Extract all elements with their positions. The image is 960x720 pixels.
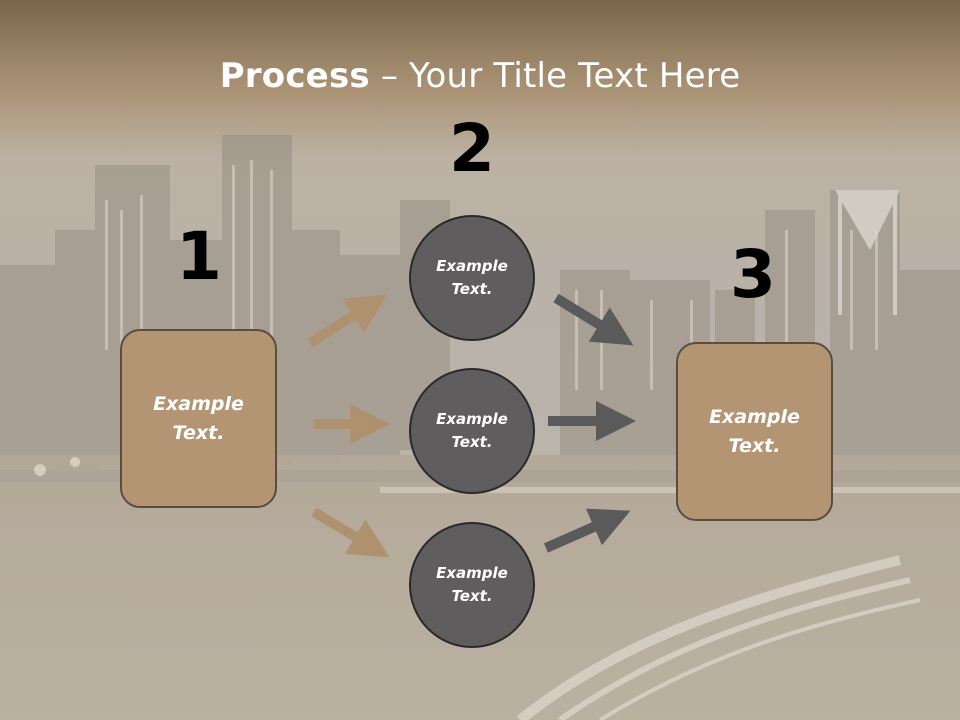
arrow-bottom-to-3	[543, 508, 631, 553]
step-3-box: Example Text.	[676, 342, 833, 521]
step-1-box: Example Text.	[120, 329, 277, 508]
circle-top-text: Example Text.	[436, 257, 508, 298]
arrow-1-to-top	[307, 294, 388, 348]
circle-top: Example Text.	[409, 215, 535, 341]
step-number-1: 1	[176, 218, 222, 295]
step-1-text: Example Text.	[153, 392, 244, 444]
title-bold: Process	[219, 56, 370, 96]
circle-middle: Example Text.	[409, 368, 535, 494]
step-3-text: Example Text.	[709, 405, 800, 457]
circle-middle-text: Example Text.	[436, 410, 508, 451]
arrow-top-to-3	[553, 293, 634, 346]
title-rest: – Your Title Text Here	[369, 56, 741, 96]
slide-title: Process – Your Title Text Here	[0, 54, 960, 98]
circle-bottom: Example Text.	[409, 522, 535, 648]
step-number-3: 3	[730, 236, 776, 313]
step-number-2: 2	[449, 110, 495, 187]
circle-bottom-text: Example Text.	[436, 564, 508, 605]
arrow-1-to-bottom	[311, 507, 390, 558]
